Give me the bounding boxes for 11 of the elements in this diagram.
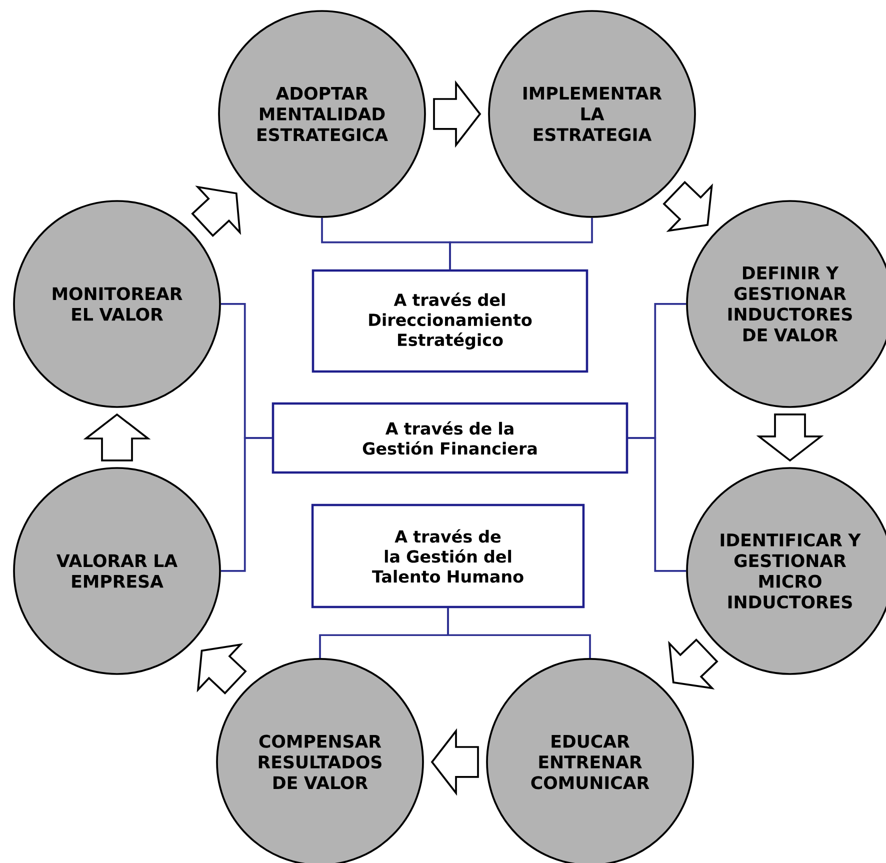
block-arrow <box>430 728 479 796</box>
text-box: A través de la Gestión del Talento Humano <box>311 504 585 608</box>
connector-line <box>220 437 272 572</box>
connector-line <box>447 608 591 658</box>
block-arrow <box>83 413 151 462</box>
block-arrow <box>756 414 824 462</box>
connector-line <box>449 218 593 270</box>
text-box: A través de la Gestión Financiera <box>272 402 628 474</box>
text-box: A través del Direccionamiento Estratégico <box>312 269 588 373</box>
connector-line <box>628 437 686 572</box>
block-arrow <box>433 80 482 148</box>
